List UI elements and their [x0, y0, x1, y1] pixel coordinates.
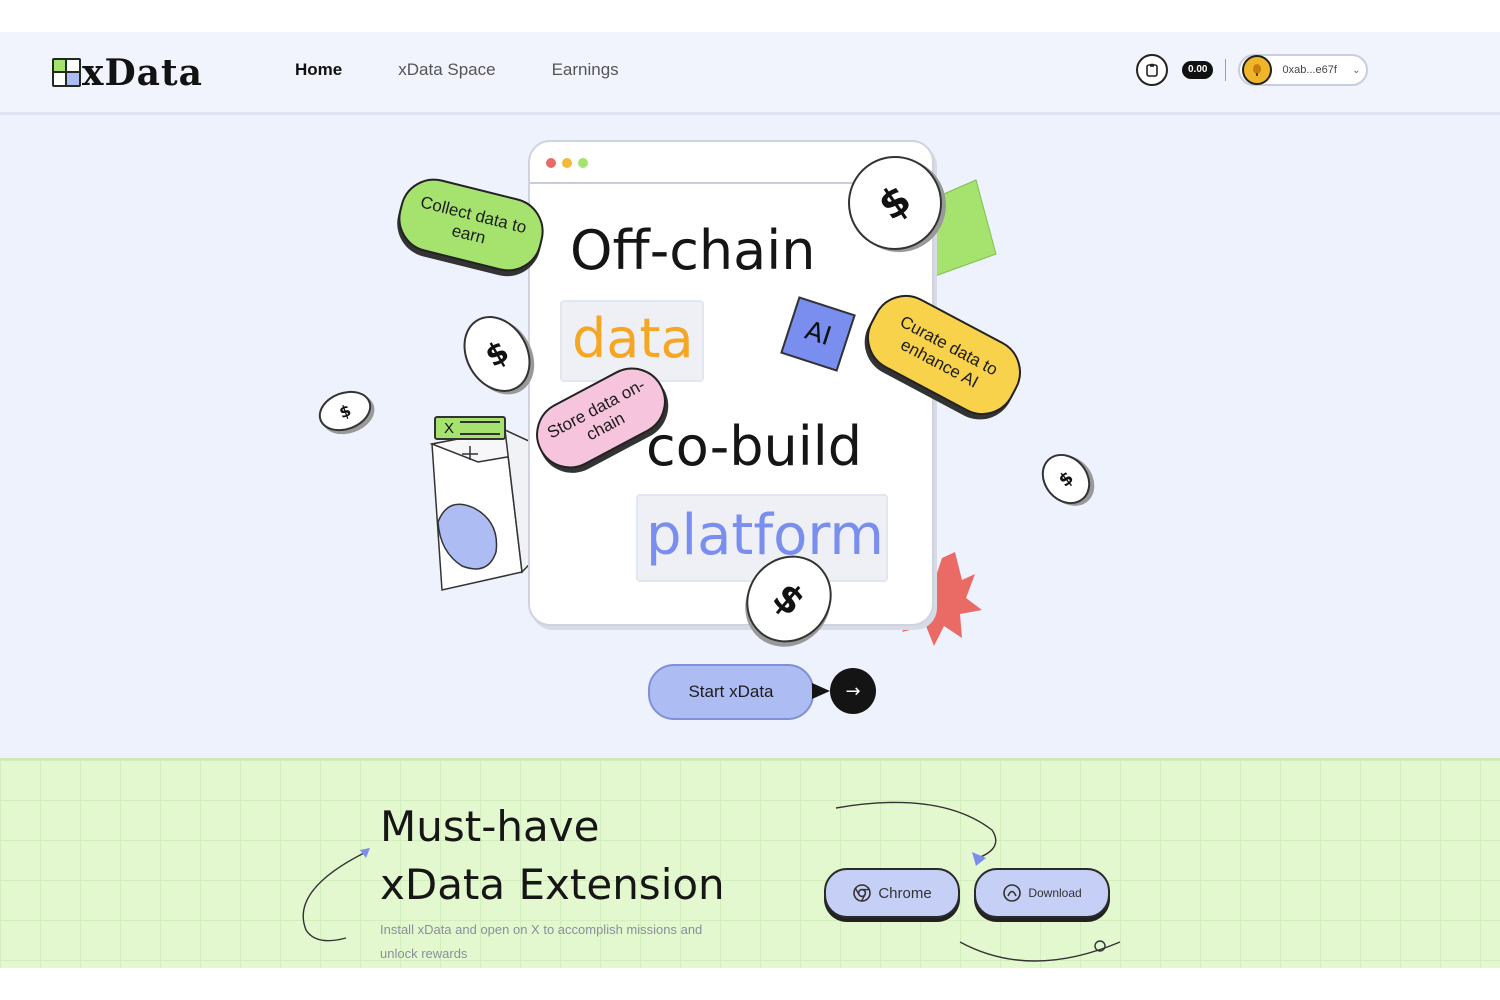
- download-icon: [1003, 884, 1022, 902]
- extension-title: Must-have xData Extension: [380, 798, 725, 914]
- chrome-icon: [853, 884, 872, 902]
- wallet-avatar-icon: [1242, 55, 1273, 85]
- wallet-address: 0xab...e67f: [1282, 64, 1337, 76]
- window-titlebar-divider: [530, 182, 932, 184]
- x-logo-icon: X: [444, 419, 455, 437]
- extension-title-line2: xData Extension: [380, 860, 725, 909]
- extension-section: Must-have xData Extension Install xData …: [0, 758, 1500, 968]
- nav-home[interactable]: Home: [295, 60, 343, 79]
- extension-title-line1: Must-have: [380, 802, 600, 851]
- chrome-label: Chrome: [878, 884, 932, 902]
- main-nav: Home xData Space Earnings: [295, 60, 619, 80]
- start-xdata-button[interactable]: Start xData: [648, 664, 814, 720]
- header-divider: [1225, 59, 1227, 81]
- nav-xdata-space[interactable]: xData Space: [398, 60, 496, 79]
- logo-grid-icon: [50, 56, 81, 90]
- chevron-down-icon: ⌄: [1352, 64, 1361, 76]
- arrow-right-icon[interactable]: →: [830, 668, 876, 714]
- extension-subtitle: Install xData and open on X to accomplis…: [380, 922, 703, 961]
- x-post-tag: X: [434, 416, 506, 440]
- points-badge: 0.00: [1182, 61, 1214, 79]
- tag-platform: platform: [636, 494, 888, 582]
- chrome-button[interactable]: Chrome: [824, 868, 960, 918]
- download-label: Download: [1028, 886, 1082, 900]
- word-data: data: [572, 307, 694, 370]
- nav-earnings[interactable]: Earnings: [551, 60, 619, 79]
- extension-decor-arrows: [302, 801, 1121, 962]
- header-actions: 0.00 0xab...e67f ⌄: [1136, 54, 1369, 86]
- page: xData Home xData Space Earnings 0.00 0xa…: [0, 32, 1500, 968]
- window-dot-red: [546, 158, 556, 168]
- top-header: xData Home xData Space Earnings 0.00 0xa…: [0, 32, 1500, 115]
- text-lines-icon: [460, 421, 501, 435]
- window-dot-yellow: [562, 158, 572, 168]
- window-dot-green: [578, 158, 588, 168]
- brand-name: xData: [82, 52, 203, 94]
- ai-label: AI: [801, 315, 835, 353]
- clipboard-icon[interactable]: [1136, 54, 1168, 86]
- word-platform: platform: [646, 503, 884, 568]
- hero-line-cobuild: co-build: [646, 415, 862, 478]
- brand-logo[interactable]: xData: [50, 52, 203, 94]
- wallet-button[interactable]: 0xab...e67f ⌄: [1238, 54, 1369, 86]
- download-button[interactable]: Download: [974, 868, 1110, 918]
- cta-pointer-icon: [812, 683, 830, 699]
- hero-line-offchain: Off-chain: [570, 219, 816, 282]
